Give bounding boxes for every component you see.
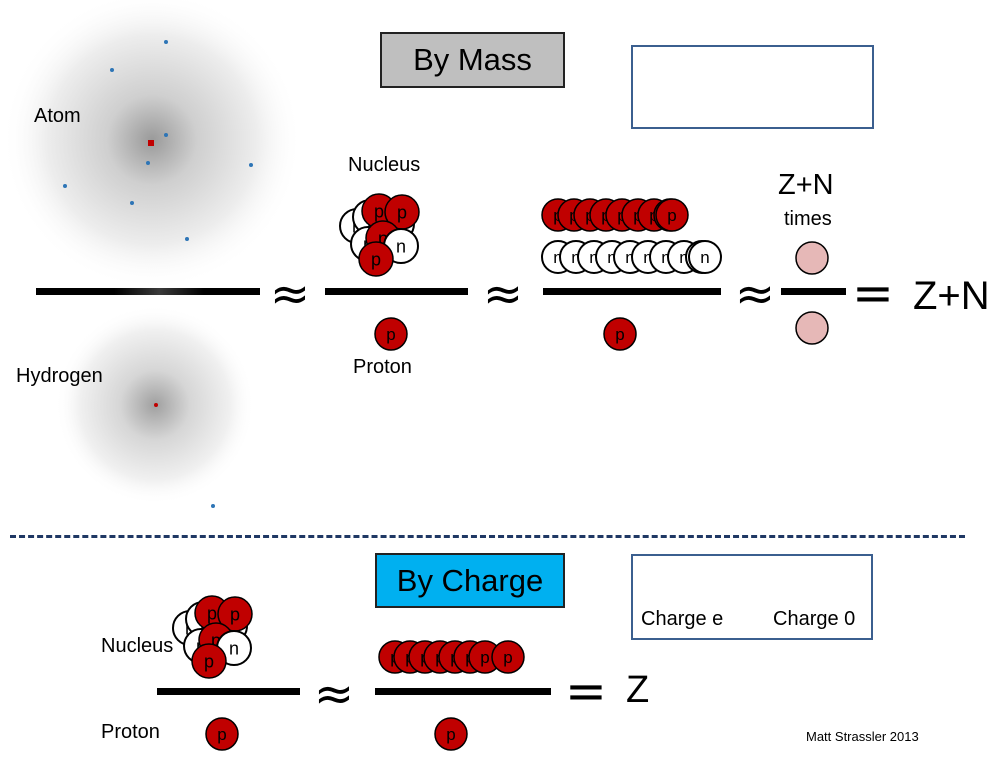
generic-nucleon bbox=[795, 241, 829, 275]
hydrogen-nucleus bbox=[154, 403, 158, 407]
neutron-letter: n bbox=[396, 236, 406, 256]
proton-letter: p bbox=[503, 648, 512, 667]
proton-letter: p bbox=[374, 201, 384, 221]
fraction-top-label: Z+N bbox=[778, 169, 834, 201]
proton-icon: p bbox=[603, 317, 637, 351]
proton-letter: p bbox=[667, 206, 676, 225]
proton-letter: p bbox=[207, 603, 217, 623]
proton-letter: p bbox=[204, 651, 214, 671]
credit-text: Matt Strassler 2013 bbox=[806, 729, 919, 744]
legend-proton-charge-label: Charge e bbox=[641, 608, 724, 630]
atom-fraction-bar bbox=[36, 288, 260, 295]
nucleus-label: Nucleus bbox=[348, 154, 421, 176]
nucleus-fraction-bar bbox=[325, 288, 468, 295]
generic-nucleon bbox=[795, 311, 829, 345]
times-label: times bbox=[784, 208, 832, 230]
neutron-letter: n bbox=[700, 248, 709, 267]
charge-proton-sum-fraction-bar bbox=[375, 688, 551, 695]
equals-symbol: = bbox=[852, 264, 894, 322]
charge-result: Z bbox=[626, 669, 650, 711]
proton-letter: p bbox=[378, 228, 388, 248]
proton-letter: p bbox=[230, 604, 240, 624]
approx-symbol: ≈ bbox=[314, 666, 354, 722]
approx-symbol: ≈ bbox=[270, 266, 310, 322]
nucleon-sum-fraction-bar bbox=[543, 288, 721, 295]
neutron-letter: n bbox=[679, 248, 688, 267]
proton-letter: p bbox=[371, 249, 381, 269]
approx-symbol: ≈ bbox=[483, 266, 523, 322]
proton-letter: p bbox=[386, 325, 395, 344]
proton-icon: p bbox=[191, 643, 227, 679]
legend-neutron-charge-label: Charge 0 bbox=[773, 608, 856, 630]
hydrogen-electron bbox=[211, 504, 215, 508]
charge-legend-box bbox=[631, 554, 873, 640]
proton-label: Proton bbox=[353, 356, 412, 378]
generic-fraction-bar bbox=[781, 288, 846, 295]
proton-icon: p bbox=[655, 198, 689, 232]
proton-letter: p bbox=[211, 630, 221, 650]
approx-symbol: ≈ bbox=[735, 266, 775, 322]
proton-icon: p bbox=[468, 640, 502, 674]
proton-letter: p bbox=[446, 725, 455, 744]
neutron-letter: n bbox=[607, 248, 616, 267]
proton-letter: p bbox=[615, 325, 624, 344]
proton-icon: p bbox=[491, 640, 525, 674]
proton-icon: p bbox=[205, 717, 239, 751]
neutron-letter: n bbox=[571, 248, 580, 267]
hydrogen-label: Hydrogen bbox=[16, 365, 103, 387]
neutron-letter: n bbox=[589, 248, 598, 267]
mass-result: Z+N bbox=[913, 274, 990, 318]
proton-icon: p bbox=[434, 717, 468, 751]
proton-letter: p bbox=[480, 648, 489, 667]
charge-nucleus-fraction-bar bbox=[157, 688, 300, 695]
by-mass-title: By Mass bbox=[380, 32, 565, 88]
neutron-letter: n bbox=[229, 638, 239, 658]
neutron-letter: n bbox=[661, 248, 670, 267]
neutron-letter: n bbox=[553, 248, 562, 267]
section-divider bbox=[10, 535, 965, 538]
mass-legend-box bbox=[631, 45, 874, 129]
by-charge-title: By Charge bbox=[375, 553, 565, 608]
proton-letter: p bbox=[217, 725, 226, 744]
charge-proton-label: Proton bbox=[101, 721, 160, 743]
proton-icon: p bbox=[374, 317, 408, 351]
atom-label: Atom bbox=[34, 105, 81, 127]
neutron-letter: n bbox=[643, 248, 652, 267]
neutron-icon: n bbox=[688, 240, 722, 274]
charge-nucleus-label: Nucleus bbox=[101, 635, 174, 657]
proton-letter: p bbox=[397, 202, 407, 222]
neutron-letter: n bbox=[625, 248, 634, 267]
atom-nucleus bbox=[148, 140, 154, 146]
proton-icon: p bbox=[358, 241, 394, 277]
atom-electrons bbox=[63, 40, 253, 241]
equals-symbol: = bbox=[565, 662, 607, 720]
